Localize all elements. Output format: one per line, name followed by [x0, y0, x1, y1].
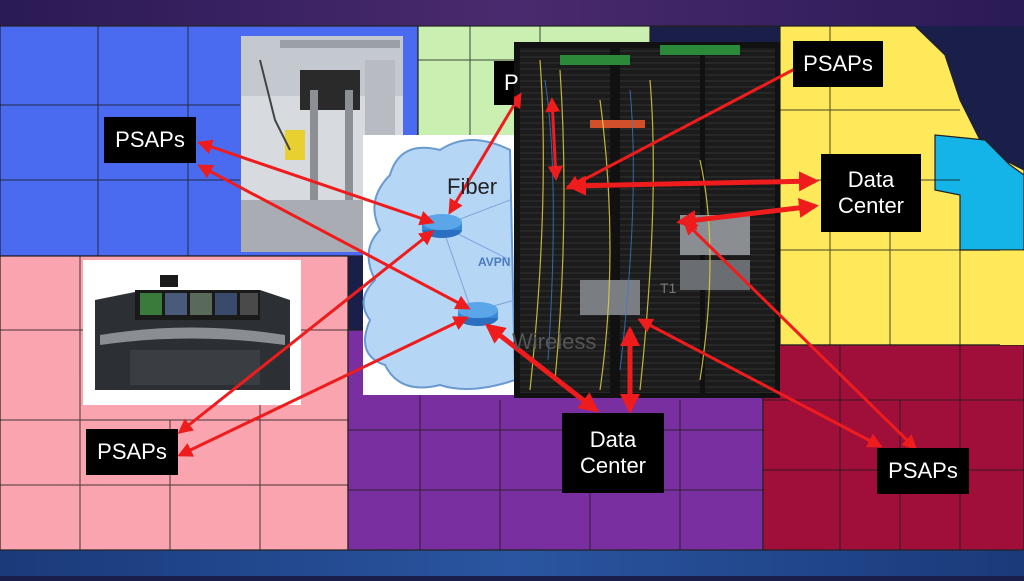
region-cyan	[934, 134, 1024, 251]
dispatch-console-photo	[83, 260, 301, 405]
cloud-label-t1: T1	[660, 280, 677, 296]
label-data-center-right: Data Center	[821, 154, 921, 232]
cloud-label-avpn: AVPN	[478, 255, 511, 269]
footer-band	[0, 550, 1024, 576]
label-data-center-bottom: Data Center	[562, 413, 664, 493]
label-psaps-bottom-right: PSAPs	[877, 448, 969, 494]
label-psaps-top-right: PSAPs	[793, 41, 883, 87]
arrow-rack-psaps-br-2	[637, 318, 883, 448]
arrow-rack-datacenter-right	[566, 171, 819, 196]
arrow-rack-psaps-tr	[565, 60, 811, 190]
arrow-psaps-top-rack	[545, 97, 563, 181]
arrow-router2-datacenter-bottom	[484, 323, 600, 413]
label-psaps-bottom-left: PSAPs	[86, 429, 178, 475]
arrow-psaps-top-router1	[448, 92, 522, 215]
header-band	[0, 0, 1024, 26]
cloud-label-wireless: Wireless	[512, 329, 597, 354]
label-psaps-top-left: PSAPs	[104, 117, 196, 163]
label-psaps-top-center: P	[494, 61, 519, 105]
connection-arrows	[177, 60, 918, 457]
arrow-psaps-bl-router2	[177, 316, 469, 457]
cloud-label-fiber: Fiber	[447, 174, 498, 199]
arrow-rack2-datacenter-right	[676, 197, 819, 231]
